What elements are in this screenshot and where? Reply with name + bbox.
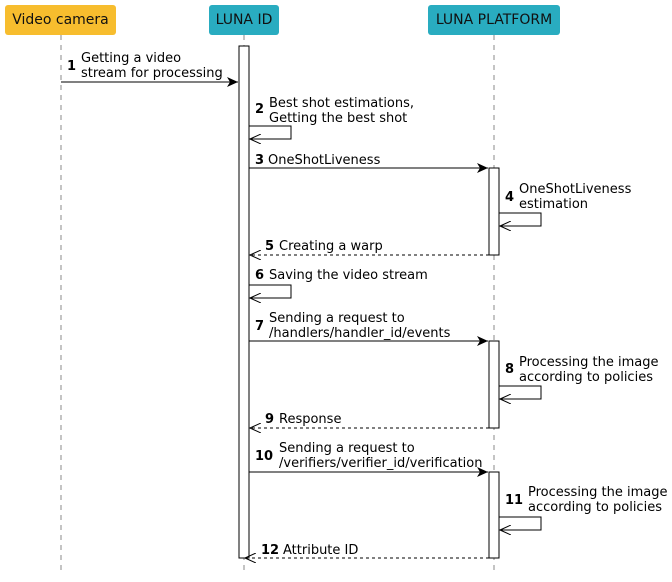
activation-platform-2	[488, 340, 500, 429]
message-number: 3	[255, 153, 264, 168]
participant-luna-platform: LUNA PLATFORM	[428, 5, 560, 35]
message-label: Attribute ID	[283, 543, 358, 558]
message-4: 4 OneShotLiveness estimation	[499, 182, 632, 226]
message-label: Creating a warp	[279, 239, 383, 254]
message-1: 1 Getting a video stream for processing	[61, 51, 238, 87]
message-number: 6	[255, 268, 264, 283]
message-label: /handlers/handler_id/events	[269, 326, 451, 341]
message-label: Saving the video stream	[269, 268, 428, 283]
message-label: Sending a request to	[269, 311, 405, 326]
message-number: 10	[255, 449, 273, 464]
message-label: Sending a request to	[279, 441, 415, 456]
message-number: 7	[255, 319, 264, 334]
message-number: 9	[265, 412, 274, 427]
participant-video-camera: Video camera	[5, 5, 116, 35]
message-7: 7 Sending a request to /handlers/handler…	[249, 311, 488, 346]
participant-luna-id: LUNA ID	[209, 5, 279, 35]
message-10: 10 Sending a request to /verifiers/verif…	[249, 441, 488, 477]
message-label: /verifiers/verifier_id/verification	[279, 456, 483, 471]
message-label: Getting the best shot	[269, 111, 407, 126]
activation-platform-3	[488, 471, 500, 559]
message-label: according to policies	[519, 370, 653, 385]
message-number: 2	[255, 102, 264, 117]
activation-luna-id	[238, 45, 250, 559]
message-number: 11	[505, 493, 523, 508]
message-6: 6 Saving the video stream	[249, 268, 428, 298]
message-label: estimation	[519, 197, 588, 212]
message-label: Processing the image	[528, 485, 668, 500]
message-8: 8 Processing the image according to poli…	[499, 355, 659, 399]
message-number: 8	[505, 362, 514, 377]
message-label: OneShotLiveness	[268, 153, 381, 168]
message-label: Getting a video	[81, 51, 181, 66]
message-label: OneShotLiveness	[519, 182, 632, 197]
message-2: 2 Best shot estimations, Getting the bes…	[249, 96, 414, 139]
message-11: 11 Processing the image according to pol…	[499, 485, 668, 530]
message-label: stream for processing	[81, 66, 223, 81]
message-5: 5 Creating a warp	[250, 239, 489, 255]
message-12: 12 Attribute ID	[245, 543, 489, 558]
message-label: Best shot estimations,	[269, 96, 414, 111]
message-label: according to policies	[528, 500, 662, 515]
message-number: 5	[265, 239, 274, 254]
message-number: 4	[505, 190, 514, 205]
message-3: 3 OneShotLiveness	[249, 153, 488, 173]
message-label: Processing the image	[519, 355, 659, 370]
message-number: 12	[261, 543, 279, 558]
activation-platform-1	[488, 167, 500, 256]
message-label: Response	[279, 412, 341, 427]
message-number: 1	[67, 59, 76, 74]
message-9: 9 Response	[250, 412, 489, 428]
